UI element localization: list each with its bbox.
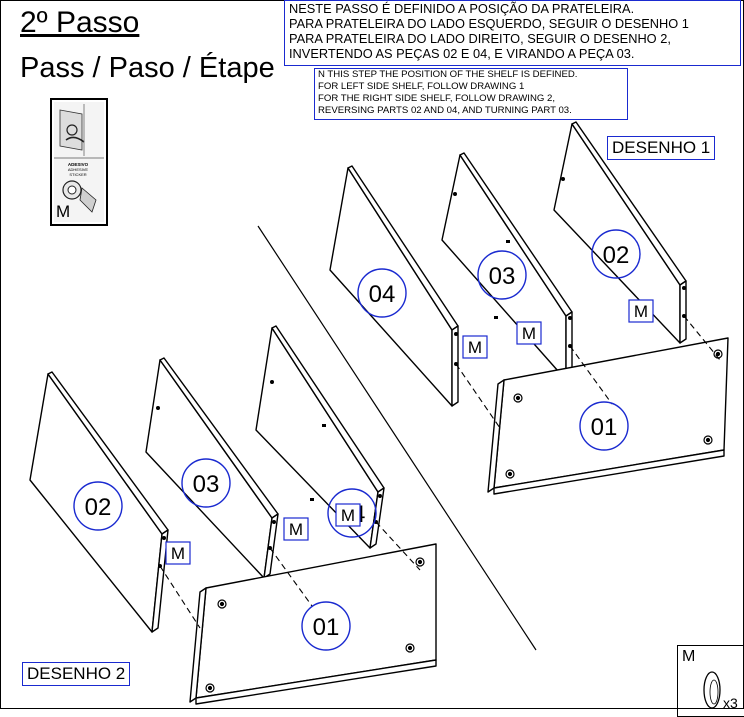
part-number: 01 xyxy=(313,614,340,641)
instruction-line: FOR THE RIGHT SIDE SHELF, FOLLOW DRAWING… xyxy=(318,93,556,104)
hardware-tag xyxy=(462,335,488,359)
instruction-line: INVERTENDO AS PEÇAS 02 E 04, E VIRANDO A… xyxy=(289,46,635,61)
hardware-key: M x3 xyxy=(677,645,744,717)
hardware-tag-label: M xyxy=(289,520,303,539)
part-number: 02 xyxy=(603,242,630,269)
step-title: 2º Passo xyxy=(20,6,140,39)
instruction-line: PARA PRATELEIRA DO LADO DIREITO, SEGUIR … xyxy=(289,31,671,46)
hardware-tag xyxy=(165,541,191,565)
part-number: 04 xyxy=(369,281,396,308)
sticker-illustration: ADESIVO ADHESIVE STICKER xyxy=(54,102,104,222)
sticker-thumbnail: ADESIVO ADHESIVE STICKER M xyxy=(50,98,108,226)
part-number-circle xyxy=(181,458,231,508)
step-subtitle: Pass / Paso / Étape xyxy=(20,52,275,84)
instruction-line: NESTE PASSO É DEFINIDO A POSIÇÃO DA PRAT… xyxy=(289,1,635,16)
part-number: 03 xyxy=(489,263,516,290)
instructions-portuguese: NESTE PASSO É DEFINIDO A POSIÇÃO DA PRAT… xyxy=(284,0,741,66)
hardware-tag xyxy=(516,321,542,345)
hardware-tag-label: M xyxy=(171,544,185,563)
part-number-circle xyxy=(301,601,351,651)
hardware-tag-label: M xyxy=(634,302,648,321)
hardware-tag xyxy=(628,299,654,323)
hardware-tag-label: M xyxy=(522,324,536,343)
hardware-tag-label: M xyxy=(468,338,482,357)
instruction-line: N THIS STEP THE POSITION OF THE SHELF IS… xyxy=(318,69,578,80)
part-number-circle xyxy=(591,229,641,279)
instruction-line: FOR LEFT SIDE SHELF, FOLLOW DRAWING 1 xyxy=(318,81,525,92)
part-number: 01 xyxy=(591,414,618,441)
part-number-circle xyxy=(579,401,629,451)
hardware-tag-label: M xyxy=(341,506,355,525)
hardware-key-quantity: x3 xyxy=(723,695,738,711)
hardware-tag xyxy=(283,517,309,541)
part-number-circle xyxy=(73,481,123,531)
instruction-line: REVERSING PARTS 02 AND 04, AND TURNING P… xyxy=(318,105,572,116)
hardware-letter: M xyxy=(56,202,71,221)
sticker-text: ADHESIVE xyxy=(68,167,89,172)
part-number: 03 xyxy=(193,471,220,498)
hardware-tag xyxy=(335,503,361,527)
instruction-line: PARA PRATELEIRA DO LADO ESQUERDO, SEGUIR… xyxy=(289,16,689,31)
drawing-1-label: DESENHO 1 xyxy=(607,136,716,160)
instructions-english: N THIS STEP THE POSITION OF THE SHELF IS… xyxy=(314,68,628,120)
panel-01 xyxy=(493,337,729,489)
hardware-key-letter: M xyxy=(682,648,696,665)
sticker-text: ADESIVO xyxy=(68,162,89,167)
cam-lock-icon xyxy=(703,671,721,709)
part-number-circle xyxy=(357,268,407,318)
part-number-circle xyxy=(327,488,377,538)
sticker-text: STICKER xyxy=(69,172,86,177)
drawing-divider xyxy=(257,225,537,651)
drawing-2-label: DESENHO 2 xyxy=(22,662,131,686)
part-number: 02 xyxy=(85,494,112,521)
part-number-circle xyxy=(477,250,527,300)
